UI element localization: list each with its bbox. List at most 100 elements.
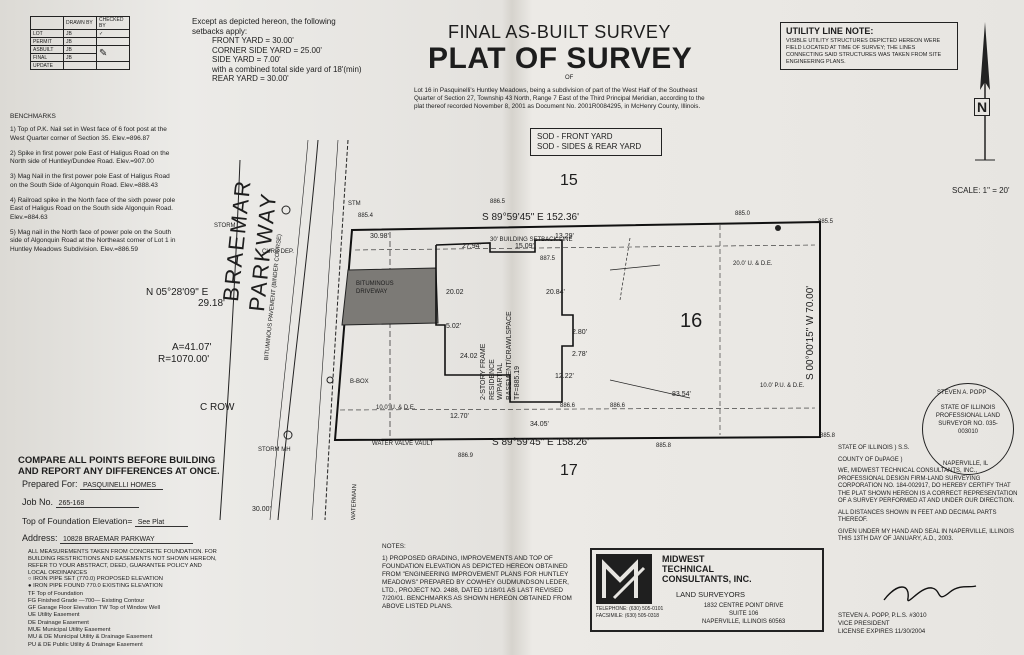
measurements-note: ALL MEASUREMENTS TAKEN FROM CONCRETE FOU…	[28, 549, 217, 576]
swale-line	[619, 237, 631, 301]
table-cell: ASBUILT	[30, 45, 64, 54]
dimension-label: 13.29'	[555, 233, 574, 240]
curb-line	[269, 140, 309, 520]
company-block: TELEPHONE: (630) 505-0101 FACSIMILE: (63…	[590, 548, 824, 632]
legend-item: UE Utility Easement	[28, 612, 80, 619]
easement-label: 10.0' P.U. & D.E.	[760, 383, 805, 389]
bbox-icon	[326, 376, 334, 384]
driveway-shape	[341, 267, 439, 326]
dimension-label: 15.09'	[515, 243, 534, 250]
cert-state: STATE OF ILLINOIS	[838, 445, 893, 451]
company-name-line: CONSULTANTS, INC.	[662, 574, 752, 584]
dimension-label: 83.54'	[672, 391, 691, 398]
storm-mh-icon	[281, 205, 291, 215]
dimension-label: 20.84'	[546, 289, 565, 296]
east-line-bearing: S 00°00'15" W 70.00'	[805, 285, 816, 380]
elevation-label: 885.0	[735, 211, 751, 217]
table-header: DRAWN BY	[63, 16, 97, 30]
row-label: C ROW	[200, 402, 235, 413]
elevation-label: 885.5	[818, 219, 834, 225]
foundation-row: Top of Foundation Elevation= See Plat	[22, 516, 188, 527]
company-phone: TELEPHONE: (630) 505-0101	[596, 606, 664, 612]
utility-note-title: UTILITY LINE NOTE:	[786, 26, 874, 36]
utility-note-box: UTILITY LINE NOTE: VISIBLE UTILITY STRUC…	[780, 22, 958, 70]
table-cell: LOT	[30, 29, 64, 38]
table-cell: UPDATE	[30, 61, 64, 70]
elevation-label: 885.8	[656, 443, 672, 449]
dimension-label: 20.02	[446, 289, 464, 296]
elevation-label: 886.5	[490, 199, 506, 205]
signer-role: VICE PRESIDENT	[838, 620, 890, 627]
utility-note-body: VISIBLE UTILITY STRUCTURES DEPICTED HERE…	[786, 38, 942, 65]
legend-item: GF Garage Floor Elevation TW Top of Wind…	[28, 605, 161, 612]
table-cell: JB	[63, 53, 97, 62]
benchmark-item: 4) Railroad spike in the North face of t…	[10, 197, 176, 221]
table-cell: FINAL	[30, 53, 64, 62]
company-address: 1832 CENTRE POINT DRIVE SUITE 106 NAPERV…	[702, 602, 785, 626]
water-valve-label: WATER VALVE VAULT	[372, 441, 434, 447]
lot-number: 16	[680, 310, 703, 332]
lot-boundary	[333, 220, 821, 442]
curb-dep-label: CURB DEP.	[262, 249, 294, 255]
signer-name: STEVEN A. POPP, P.L.S. #3010	[838, 612, 927, 619]
job-no-label: Job No.	[22, 497, 54, 507]
house-outline	[435, 239, 574, 403]
legal-description: Lot 16 in Pasquinelli's Huntley Meadows,…	[414, 87, 705, 110]
setback-front: FRONT YARD = 30.00'	[212, 36, 294, 45]
notes-body: 1) PROPOSED GRADING, IMPROVEMENTS AND TO…	[382, 555, 572, 610]
certificate-block: STATE OF ILLINOIS ) S.S. COUNTY OF DuPAG…	[838, 445, 1018, 548]
dimension-label: 30.00'	[252, 506, 271, 513]
setback-combined: with a combined total side yard of 18'(m…	[212, 64, 362, 74]
company-contact: TELEPHONE: (630) 505-0101 FACSIMILE: (63…	[596, 606, 663, 619]
setback-side: SIDE YARD = 7.00'	[212, 55, 281, 64]
dimension-label: 27.94'	[462, 243, 481, 250]
legend-item: PU & DE Public Utility & Drainage Easeme…	[28, 641, 143, 648]
easement-line	[354, 244, 816, 251]
legend-block: ○ IRON PIPE SET (770.0) PROPOSED ELEVATI…	[28, 576, 163, 649]
watermain-label: WATERMAIN	[350, 484, 359, 521]
cert-ss: ) S.S.	[894, 445, 910, 451]
job-no-value: 265-168	[55, 500, 139, 508]
title-of: OF	[565, 75, 574, 81]
foundation-value: See Plat	[134, 519, 188, 527]
curb-line	[311, 140, 339, 520]
dimension-label: 34.05'	[530, 421, 549, 428]
initials-scribble-icon: ✎	[96, 45, 130, 62]
benchmarks-block: BENCHMARKS 1) Top of P.K. Nail set in We…	[10, 113, 178, 261]
company-addr-line: NAPERVILLE, ILLINOIS 60563	[702, 619, 786, 625]
dimension-label: 12.22'	[555, 373, 574, 380]
benchmark-item: 5) Mag nail in the North face of power p…	[10, 228, 176, 253]
table-cell: PERMIT	[30, 37, 64, 46]
signer-block: STEVEN A. POPP, P.L.S. #3010 VICE PRESID…	[838, 612, 927, 636]
setbacks-intro: Except as depicted hereon, the following…	[192, 17, 336, 36]
address-value: 10828 BRAEMAR PARKWAY	[60, 536, 194, 544]
sod-front: SOD - FRONT YARD	[537, 132, 613, 141]
benchmark-item: 2) Spike in first power pole East of Hal…	[10, 149, 170, 166]
elevation-label: 886.6	[610, 403, 626, 409]
notes-block: NOTES: 1) PROPOSED GRADING, IMPROVEMENTS…	[382, 543, 580, 615]
company-addr-line: SUITE 106	[728, 611, 759, 617]
elevation-label: 885.8	[820, 433, 836, 439]
prepared-for-value: PASQUINELLI HOMES	[80, 482, 164, 490]
company-name-line: MIDWEST	[662, 554, 705, 564]
seal-bottom-text: NAPERVILLE, IL	[943, 461, 989, 467]
surveyor-seal: STEVEN A. POPP STATE OF ILLINOIS PROFESS…	[922, 383, 1014, 475]
lot-number-south: 17	[560, 462, 578, 479]
dimension-label: 12.70'	[450, 413, 469, 420]
curve-arc: A=41.07'	[172, 342, 212, 353]
address-label: Address:	[22, 533, 58, 543]
title-line1: FINAL AS-BUILT SURVEY	[448, 22, 671, 42]
sod-sides: SOD - SIDES & REAR YARD	[537, 142, 642, 151]
dimension-label: 5.02'	[446, 323, 461, 330]
table-header: CHECKED BY	[96, 16, 130, 30]
easement-label: 20.0' U. & D.E.	[733, 261, 773, 267]
prepared-for-label: Prepared For:	[22, 479, 78, 489]
address-row: Address: 10828 BRAEMAR PARKWAY	[22, 533, 194, 544]
compare-notice: COMPARE ALL POINTS BEFORE BUILDING AND R…	[18, 455, 220, 477]
flow-arrow	[609, 264, 661, 271]
plat-drawing	[219, 140, 821, 520]
storm-label: STORM	[214, 223, 236, 229]
sidewalk-line	[324, 140, 349, 520]
table-cell: JB	[63, 45, 97, 54]
